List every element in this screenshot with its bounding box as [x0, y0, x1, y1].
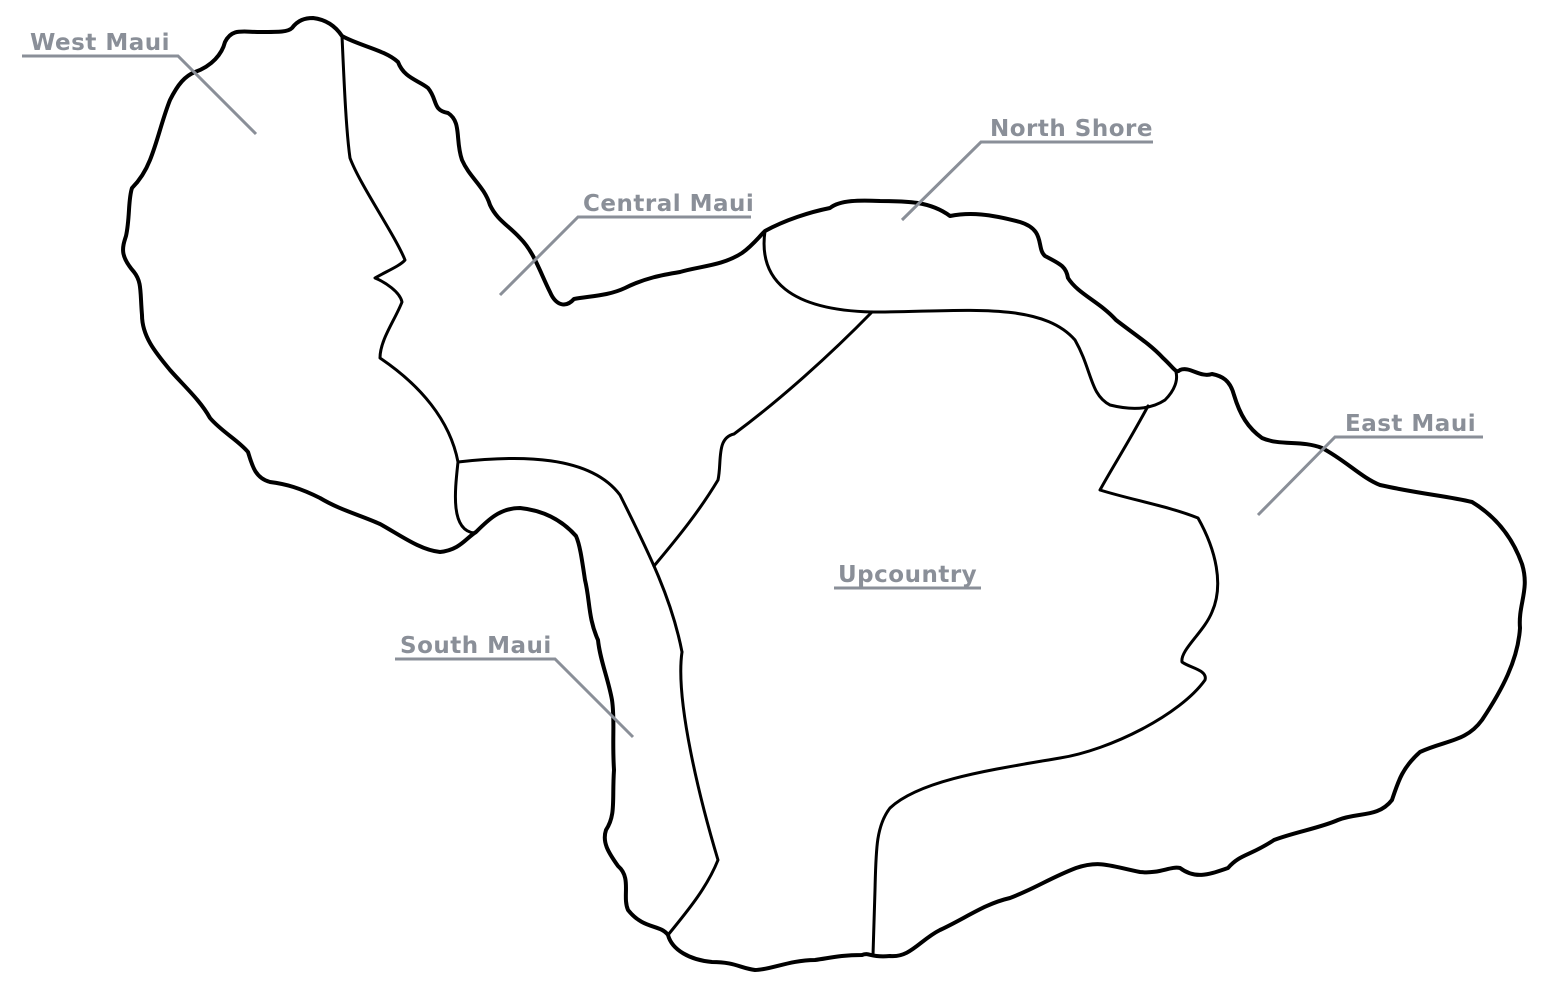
leader-west-maui: [22, 54, 258, 136]
border-central-south: [456, 456, 684, 654]
border-central-upcountry: [652, 310, 874, 568]
border-south-upcountry: [666, 650, 720, 937]
label-south-maui[interactable]: South Maui: [400, 633, 552, 659]
border-northshore-upcountry: [762, 229, 1179, 410]
label-west-maui[interactable]: West Maui: [30, 30, 170, 56]
island-coastline: [121, 16, 1527, 972]
leader-central-maui: [498, 215, 751, 297]
leader-east-maui: [1256, 435, 1483, 517]
label-east-maui[interactable]: East Maui: [1345, 411, 1476, 437]
label-upcountry[interactable]: Upcountry: [838, 562, 977, 588]
border-west-central: [340, 34, 460, 464]
label-north-shore[interactable]: North Shore: [990, 116, 1153, 142]
label-central-maui[interactable]: Central Maui: [583, 191, 754, 217]
leader-south-maui: [395, 657, 635, 739]
border-west-south: [453, 460, 476, 535]
border-east-upcountry: [871, 404, 1220, 957]
leader-north-shore: [900, 140, 1153, 222]
